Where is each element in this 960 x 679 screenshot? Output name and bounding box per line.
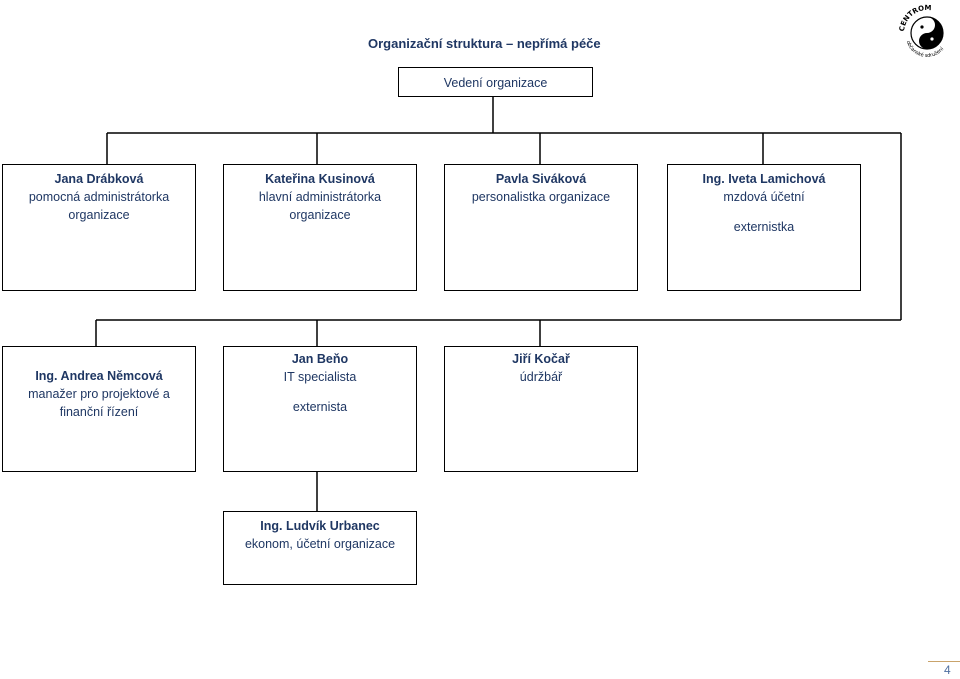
centrom-logo-icon: CENTROM občanské sdružení: [898, 4, 946, 59]
node-jiri-kocar: Jiří Kočař údržbář: [444, 346, 638, 472]
node-ludvik-urbanec: Ing. Ludvík Urbanec ekonom, účetní organ…: [223, 511, 417, 585]
node-name: Ing. Iveta Lamichová: [702, 172, 826, 186]
node-name: Jana Drábková: [54, 172, 144, 186]
node-role: mzdová účetní: [723, 190, 805, 204]
footer-rule: [928, 661, 960, 662]
node-label: Vedení organizace: [443, 76, 548, 90]
node-iveta-lamichova: Ing. Iveta Lamichová mzdová účetní exter…: [667, 164, 861, 291]
node-name: Pavla Siváková: [495, 172, 587, 186]
node-pavla-sivakova: Pavla Siváková personalistka organizace: [444, 164, 638, 291]
node-role: ekonom, účetní organizace: [244, 537, 396, 551]
node-name: Ing. Andrea Němcová: [35, 369, 163, 383]
node-role: IT specialista: [283, 370, 357, 384]
node-role: hlavní administrátorka: [258, 190, 382, 204]
node-katerina-kusinova: Kateřina Kusinová hlavní administrátorka…: [223, 164, 417, 291]
node-name: Jiří Kočař: [512, 352, 570, 366]
node-name: Kateřina Kusinová: [265, 172, 375, 186]
node-jana-drabkova: Jana Drábková pomocná administrátorka or…: [2, 164, 196, 291]
node-contract-type: externistka: [733, 220, 795, 234]
node-role: manažer pro projektové a: [28, 387, 170, 401]
node-role: personalistka organizace: [471, 190, 611, 204]
node-name: Ing. Ludvík Urbanec: [260, 519, 380, 533]
node-jan-beno: Jan Beňo IT specialista externista: [223, 346, 417, 472]
node-andrea-nemcova: Ing. Andrea Němcová manažer pro projekto…: [2, 346, 196, 472]
node-role-cont: organizace: [68, 208, 130, 222]
node-role-cont: organizace: [289, 208, 351, 222]
node-role-cont: finanční řízení: [59, 405, 139, 419]
node-role: údržbář: [519, 370, 563, 384]
node-contract-type: externista: [292, 400, 348, 414]
page-number: 4: [944, 663, 951, 677]
node-name: Jan Beňo: [291, 352, 349, 366]
page-title: Organizační struktura – nepřímá péče: [368, 36, 601, 51]
node-vedeni-organizace: Vedení organizace: [398, 67, 593, 97]
node-role: pomocná administrátorka: [28, 190, 170, 204]
